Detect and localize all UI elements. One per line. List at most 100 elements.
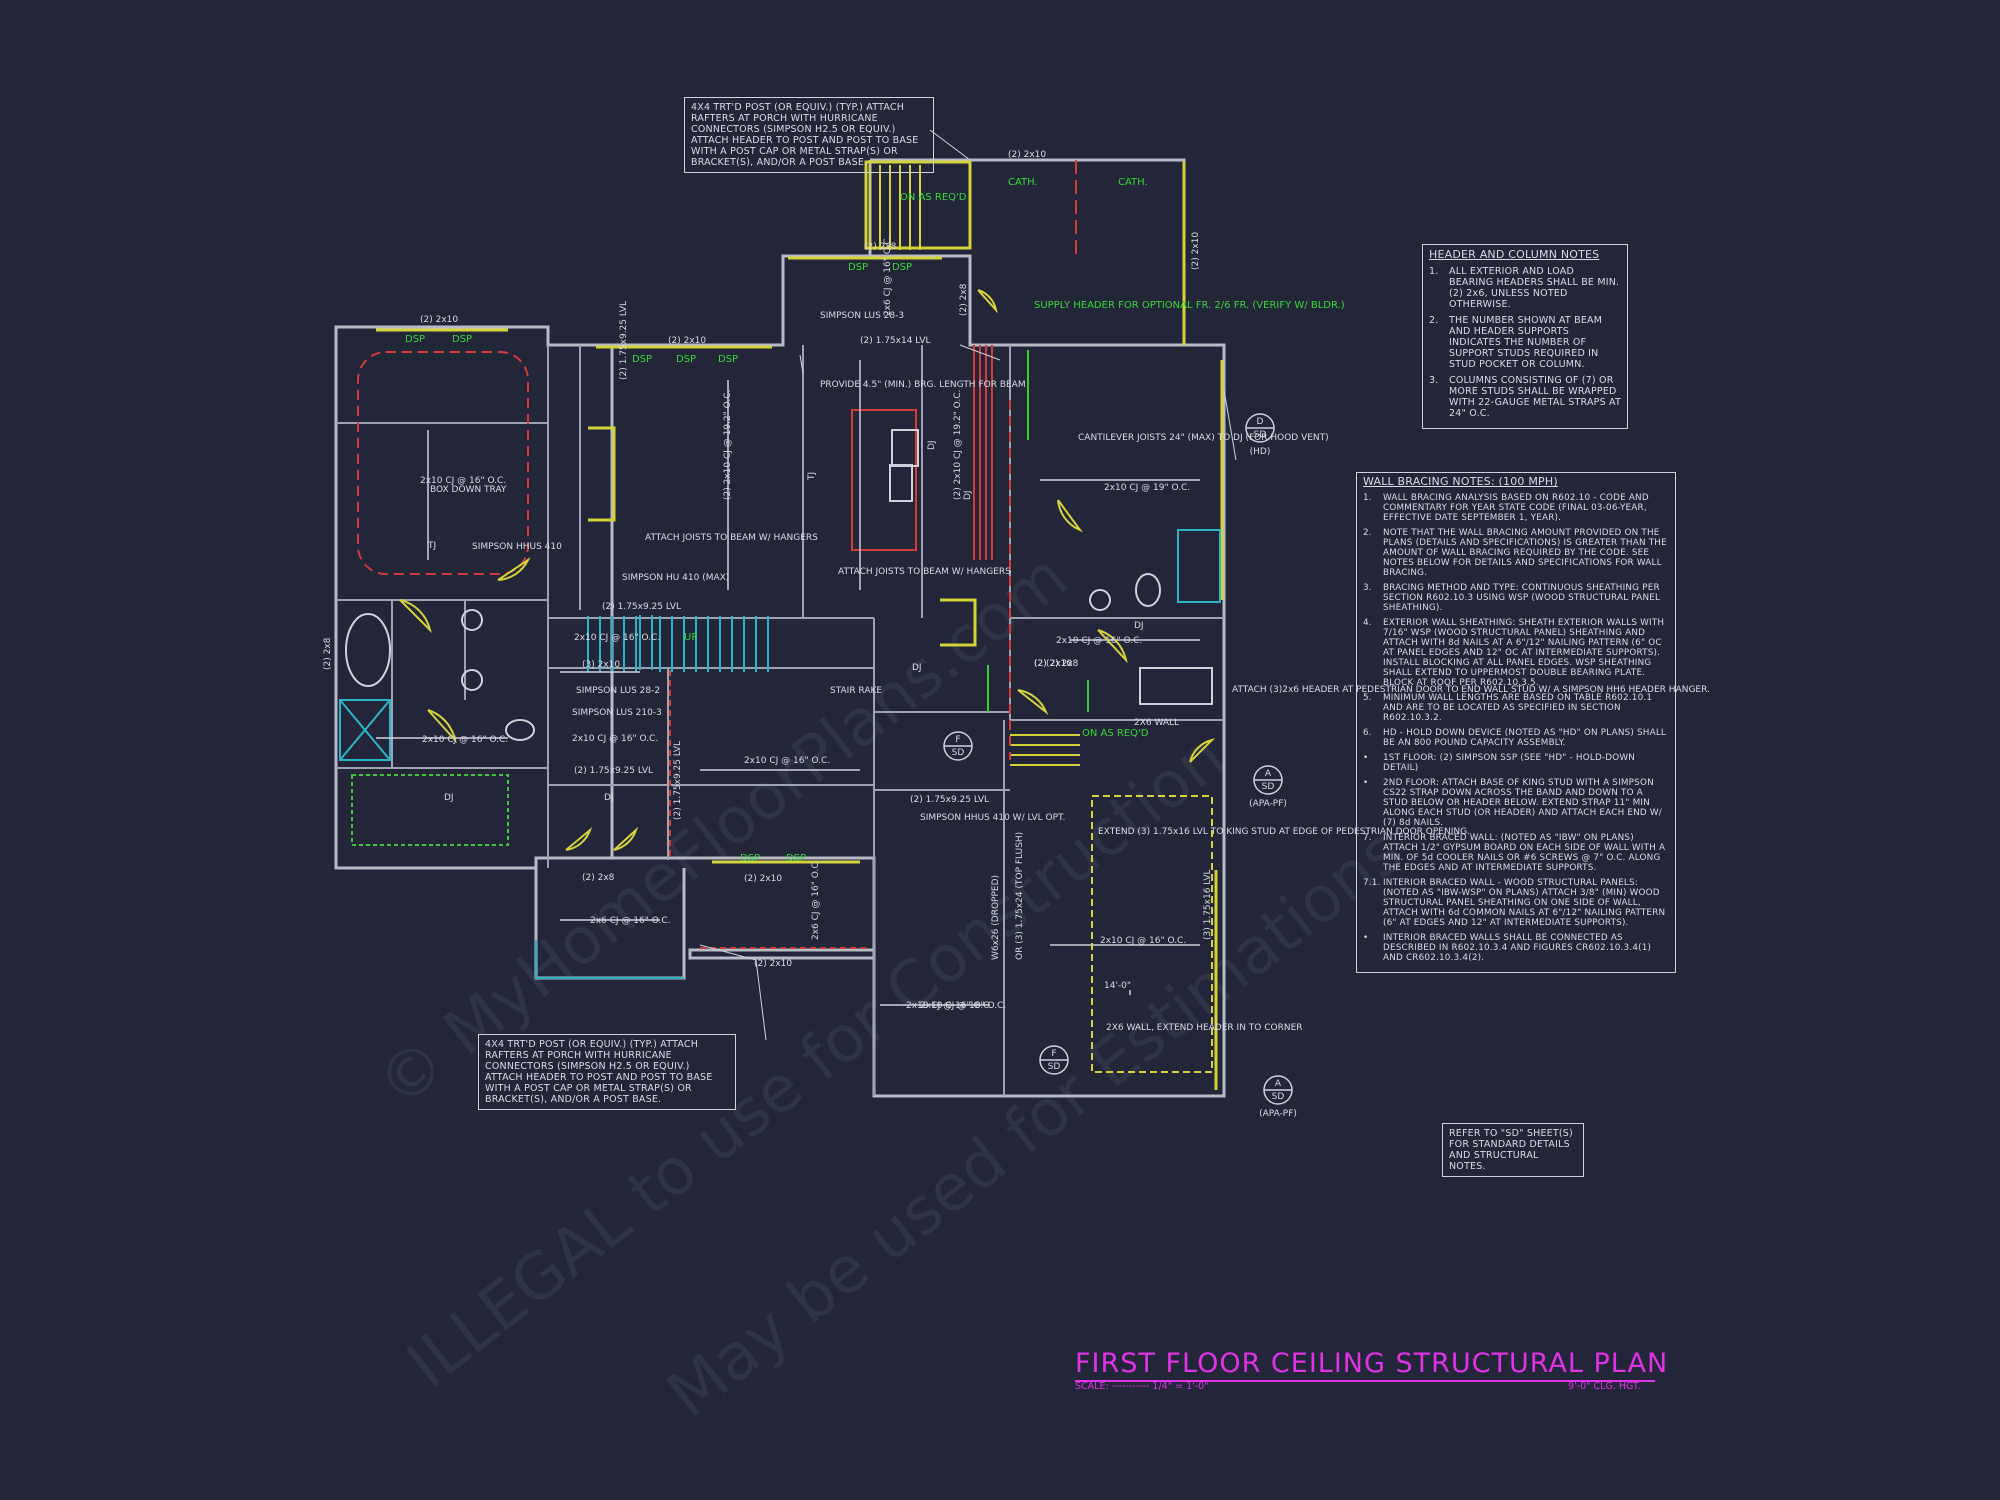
svg-text:(APA-PF): (APA-PF) [1259,1109,1297,1119]
svg-text:STAIR RAKE: STAIR RAKE [830,686,882,696]
svg-text:(2) 1.75x9.25 LVL: (2) 1.75x9.25 LVL [574,766,653,776]
svg-text:14'-0": 14'-0" [1104,981,1131,991]
header-notes-list: 1.ALL EXTERIOR AND LOAD BEARING HEADERS … [1429,266,1621,419]
svg-text:2x10 CJ @ 16" O.C.: 2x10 CJ @ 16" O.C. [1056,636,1142,646]
svg-text:2x6 CJ @ 16" O.C.: 2x6 CJ @ 16" O.C. [811,860,821,940]
list-item: 2.NOTE THAT THE WALL BRACING AMOUNT PROV… [1363,528,1667,578]
svg-text:A: A [1265,769,1272,779]
list-item: 1.ALL EXTERIOR AND LOAD BEARING HEADERS … [1429,266,1620,310]
svg-text:SD: SD [952,748,965,758]
svg-text:DJ: DJ [912,663,922,673]
svg-text:(2) 2x10: (2) 2x10 [754,959,792,969]
detail-marker-labels: D SD (HD) F SD A SD (APA-PF) F SD A SD (… [952,417,1297,1119]
svg-text:(2) 2x10 CJ @ 19.2" O.C.: (2) 2x10 CJ @ 19.2" O.C. [723,390,733,500]
green-dashed [351,350,1089,846]
svg-text:2x10 CJ @ 16" O.C.: 2x10 CJ @ 16" O.C. [744,756,830,766]
svg-text:DJ: DJ [444,793,454,803]
svg-text:SUPPLY HEADER FOR OPTIONAL FR.: SUPPLY HEADER FOR OPTIONAL FR. 2/6 FR. (… [1034,300,1345,311]
plan-labels: (2) 2x10 (2) 2x8 (2) 2x10 (2) 2x10 SIMPS… [323,150,1710,1033]
svg-text:(2) 2x8: (2) 2x8 [1046,659,1079,669]
svg-text:(2) 2x10: (2) 2x10 [744,874,782,884]
post-note-top: 4X4 TRT'D POST (OR EQUIV.) (TYP.) ATTACH… [684,97,934,173]
list-item: 4.EXTERIOR WALL SHEATHING: SHEATH EXTERI… [1363,618,1665,688]
svg-text:ATTACH (3)2x6 HEADER AT PEDEST: ATTACH (3)2x6 HEADER AT PEDESTRIAN DOOR … [1232,685,1710,695]
interior-walls [336,345,1224,1096]
svg-text:2x6 CJ @ 16" O.C.: 2x6 CJ @ 16" O.C. [590,916,670,926]
cyan-fixtures [339,529,1221,979]
list-item: 2.THE NUMBER SHOWN AT BEAM AND HEADER SU… [1429,315,1603,370]
svg-text:(2) 2x10: (2) 2x10 [1191,232,1201,270]
svg-text:ATTACH JOISTS TO BEAM W/ HANGE: ATTACH JOISTS TO BEAM W/ HANGERS [838,567,1011,577]
svg-text:DSP: DSP [452,334,472,345]
svg-text:CATH.: CATH. [1008,177,1038,188]
sheet-title: FIRST FLOOR CEILING STRUCTURAL PLAN [1075,1348,1667,1382]
watermark: © MyHomeFloorPlans.com ILLEGAL to use fo… [364,540,1416,1433]
svg-text:(2) 1.75x9.25 LVL: (2) 1.75x9.25 LVL [673,741,683,820]
plumbing-fixtures [345,429,1213,741]
svg-text:DJ: DJ [927,440,937,450]
green-labels: DSP DSP DSP DSP DSP DSP DSP DSP DSP CATH… [405,177,1345,864]
svg-text:(2) 2x10: (2) 2x10 [1008,150,1046,160]
bracing-notes-panel: WALL BRACING NOTES: (100 MPH) 1.WALL BRA… [1356,472,1676,973]
list-item: 5.MINIMUM WALL LENGTHS ARE BASED ON TABL… [1363,693,1653,723]
svg-text:SIMPSON LUS 28-3: SIMPSON LUS 28-3 [820,311,904,321]
svg-text:DSP: DSP [632,354,652,365]
svg-text:EXTEND (3) 1.75x16 LVL TO KING: EXTEND (3) 1.75x16 LVL TO KING STUD AT E… [1098,827,1470,837]
svg-text:(2) 2x8: (2) 2x8 [582,873,615,883]
list-item: 7.INTERIOR BRACED WALL: (NOTED AS "IBW" … [1363,833,1666,873]
svg-text:SD: SD [1048,1062,1061,1072]
svg-text:2x10 CJ @ 19" O.C.: 2x10 CJ @ 19" O.C. [1104,483,1190,493]
svg-text:2x10 CJ @ 16" O.C.: 2x10 CJ @ 16" O.C. [906,1001,992,1011]
svg-text:TJ: TJ [427,541,436,551]
svg-text:SIMPSON LUS 28-2: SIMPSON LUS 28-2 [576,686,660,696]
svg-text:BOX DOWN TRAY: BOX DOWN TRAY [430,485,507,495]
svg-text:SD: SD [1272,1092,1285,1102]
refer-note: REFER TO "SD" SHEET(S) FOR STANDARD DETA… [1442,1123,1584,1177]
svg-text:2x10 CJ @ 16" O.C.: 2x10 CJ @ 16" O.C. [572,734,658,744]
svg-text:DSP: DSP [848,262,868,273]
svg-text:(2) 2x10: (2) 2x10 [1034,659,1072,669]
stair-porch-top [869,165,1080,766]
svg-text:A: A [1275,1079,1282,1089]
svg-text:ATTACH JOISTS TO BEAM W/ HANGE: ATTACH JOISTS TO BEAM W/ HANGERS [645,533,818,543]
svg-text:SIMPSON LUS 210-3: SIMPSON LUS 210-3 [572,708,662,718]
svg-text:2x10 CJ @ 16" O.C.: 2x10 CJ @ 16" O.C. [920,1001,1006,1011]
garage-lvl-extent [1091,795,1213,1073]
svg-text:UP: UP [684,632,697,643]
svg-text:2X6 WALL, EXTEND HEADER IN TO: 2X6 WALL, EXTEND HEADER IN TO CORNER [1106,1023,1303,1033]
svg-text:2X6 WALL: 2X6 WALL [1134,718,1179,728]
svg-text:(2) 2x10: (2) 2x10 [420,315,458,325]
list-item: •INTERIOR BRACED WALLS SHALL BE CONNECTE… [1363,933,1652,963]
sheet-scale: SCALE: ----------- 1/4" = 1'-0" [1075,1381,1209,1392]
list-item: •1ST FLOOR: (2) SIMPSON SSP (SEE "HD" - … [1363,753,1636,773]
leader-lines [699,129,1237,1041]
svg-text:SD: SD [1254,430,1267,440]
list-item: 1.WALL BRACING ANALYSIS BASED ON R602.10… [1363,493,1649,523]
bracing-notes-list: 1.WALL BRACING ANALYSIS BASED ON R602.10… [1363,493,1669,963]
header-notes-panel: HEADER AND COLUMN NOTES 1.ALL EXTERIOR A… [1422,244,1628,429]
svg-text:CANTILEVER JOISTS 24" (MAX) TO: CANTILEVER JOISTS 24" (MAX) TO DJ (FOR H… [1078,433,1329,443]
svg-text:ON AS REQ'D: ON AS REQ'D [1082,728,1149,739]
svg-text:SIMPSON HHUS 410: SIMPSON HHUS 410 [472,542,562,552]
svg-text:(2) 1.75x9.25 LVL: (2) 1.75x9.25 LVL [619,301,629,380]
detail-markers [943,413,1293,1105]
svg-text:2x10 CJ @ 16" O.C.: 2x10 CJ @ 16" O.C. [574,633,660,643]
svg-text:2x10 CJ @ 16" O.C.: 2x10 CJ @ 16" O.C. [420,476,506,486]
svg-text:DSP: DSP [786,853,806,864]
svg-text:D: D [1257,417,1264,427]
svg-text:F: F [1051,1049,1056,1059]
sheet-ceiling-height: 9'-0" CLG. HGT. [1568,1381,1641,1392]
svg-text:(2) 2x10: (2) 2x10 [668,336,706,346]
svg-text:(2) 1.75x14 LVL: (2) 1.75x14 LVL [860,336,930,346]
svg-text:(3) 1.75x16 LVL: (3) 1.75x16 LVL [1203,870,1213,940]
svg-text:DJ: DJ [963,490,973,500]
svg-text:F: F [955,735,960,745]
list-item: 6.HD - HOLD DOWN DEVICE (NOTED AS "HD" O… [1363,728,1667,748]
svg-text:(2) 2x8: (2) 2x8 [864,242,897,252]
svg-text:DSP: DSP [718,354,738,365]
headers-yellow [376,160,1224,1090]
svg-text:DSP: DSP [892,262,912,273]
joist-span-arrows [376,360,1200,1006]
svg-text:DJ: DJ [604,793,614,803]
